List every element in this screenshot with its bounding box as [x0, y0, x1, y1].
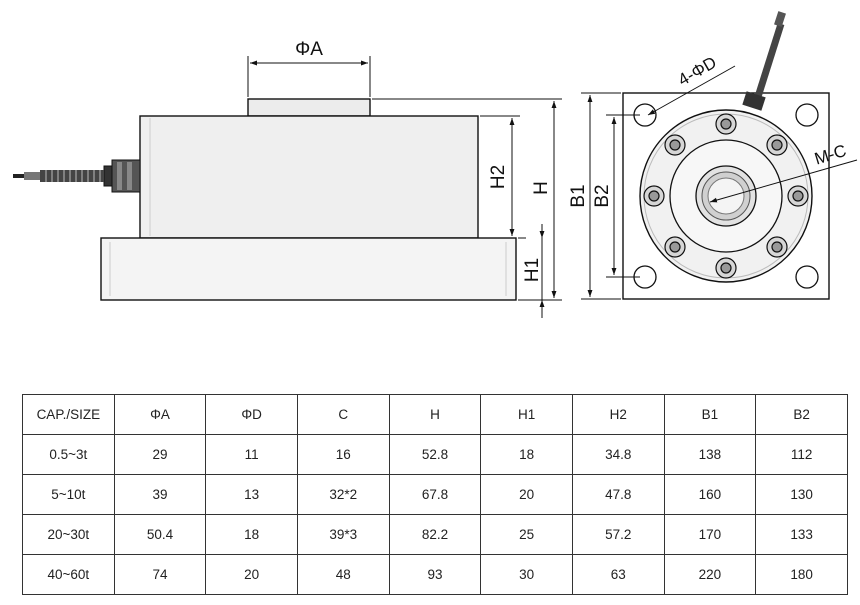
- top-button: [247, 98, 371, 117]
- table-header-row: CAP./SIZE ΦA ΦD C H H1 H2 B1 B2: [22, 394, 848, 435]
- header-h2: H2: [571, 394, 665, 435]
- table-cell: 13: [205, 474, 298, 515]
- corner-hole: [795, 103, 819, 127]
- table-cell: 52.8: [388, 434, 482, 475]
- label-b1: B1: [568, 184, 589, 207]
- table-cell: 74: [113, 554, 207, 595]
- dimension-b2: [606, 114, 640, 278]
- table-cell: 16: [296, 434, 390, 475]
- technical-drawing: ΦA H2 H H1: [13, 11, 858, 318]
- dimension-dia-a: [247, 56, 371, 97]
- table-cell: 57.2: [571, 514, 665, 555]
- table-cell: 20: [480, 474, 573, 515]
- leader-hole-d: [647, 65, 736, 116]
- corner-hole: [795, 265, 819, 289]
- header-b2: B2: [755, 394, 848, 435]
- table-cell: 32*2: [296, 474, 390, 515]
- side-view: [100, 98, 517, 301]
- header-dia-d: ΦD: [205, 394, 298, 435]
- table-cell: 29: [113, 434, 207, 475]
- label-dia-a: ΦA: [295, 39, 323, 60]
- table-row: 20~30t 50.4 18 39*3 82.2 25 57.2 170 133: [22, 514, 848, 555]
- table-row: 40~60t 74 20 48 93 30 63 220 180: [22, 554, 848, 595]
- base-plate: [100, 237, 517, 301]
- cable-connector: [13, 159, 141, 193]
- table-cell: 18: [205, 514, 298, 555]
- table-cell: 67.8: [388, 474, 482, 515]
- header-cap-size: CAP./SIZE: [22, 394, 115, 435]
- table-cell: 50.4: [113, 514, 207, 555]
- cable-top-view: [742, 11, 786, 111]
- table-cell: 5~10t: [22, 474, 115, 515]
- table-cell: 170: [663, 514, 757, 555]
- header-h: H: [388, 394, 482, 435]
- table-cell: 0.5~3t: [22, 434, 115, 475]
- table-cell: 20~30t: [22, 514, 115, 555]
- leader-thread-c: [709, 159, 858, 203]
- table-cell: 63: [571, 554, 665, 595]
- header-h1: H1: [480, 394, 573, 435]
- label-h: H: [531, 181, 552, 195]
- table-cell: 138: [663, 434, 757, 475]
- table-cell: 133: [755, 514, 848, 555]
- table-cell: 25: [480, 514, 573, 555]
- table-cell: 39*3: [296, 514, 390, 555]
- dimension-h2: [480, 115, 526, 239]
- table-cell: 220: [663, 554, 757, 595]
- table-cell: 40~60t: [22, 554, 115, 595]
- label-h1: H1: [522, 258, 543, 282]
- table-cell: 34.8: [571, 434, 665, 475]
- table-cell: 20: [205, 554, 298, 595]
- table-cell: 112: [755, 434, 848, 475]
- top-view: [622, 92, 830, 300]
- table-cell: 48: [296, 554, 390, 595]
- table-row: 0.5~3t 29 11 16 52.8 18 34.8 138 112: [22, 434, 848, 475]
- header-dia-a: ΦA: [113, 394, 207, 435]
- label-h2: H2: [488, 165, 509, 189]
- table-cell: 30: [480, 554, 573, 595]
- flange-bolts: [643, 113, 809, 279]
- table-cell: 11: [205, 434, 298, 475]
- table-cell: 18: [480, 434, 573, 475]
- header-b1: B1: [663, 394, 757, 435]
- table-cell: 130: [755, 474, 848, 515]
- table-cell: 180: [755, 554, 848, 595]
- table-cell: 47.8: [571, 474, 665, 515]
- label-hole-d: 4-ΦD: [675, 53, 720, 90]
- table-row: 5~10t 39 13 32*2 67.8 20 47.8 160 130: [22, 474, 848, 515]
- header-c: C: [296, 394, 390, 435]
- table-cell: 82.2: [388, 514, 482, 555]
- label-b2: B2: [592, 184, 613, 207]
- dimension-b1: [581, 92, 621, 300]
- table-cell: 39: [113, 474, 207, 515]
- table-cell: 93: [388, 554, 482, 595]
- table-cell: 160: [663, 474, 757, 515]
- sensor-body: [139, 115, 479, 239]
- spec-table: CAP./SIZE ΦA ΦD C H H1 H2 B1 B2 0.5~3t 2…: [22, 394, 848, 595]
